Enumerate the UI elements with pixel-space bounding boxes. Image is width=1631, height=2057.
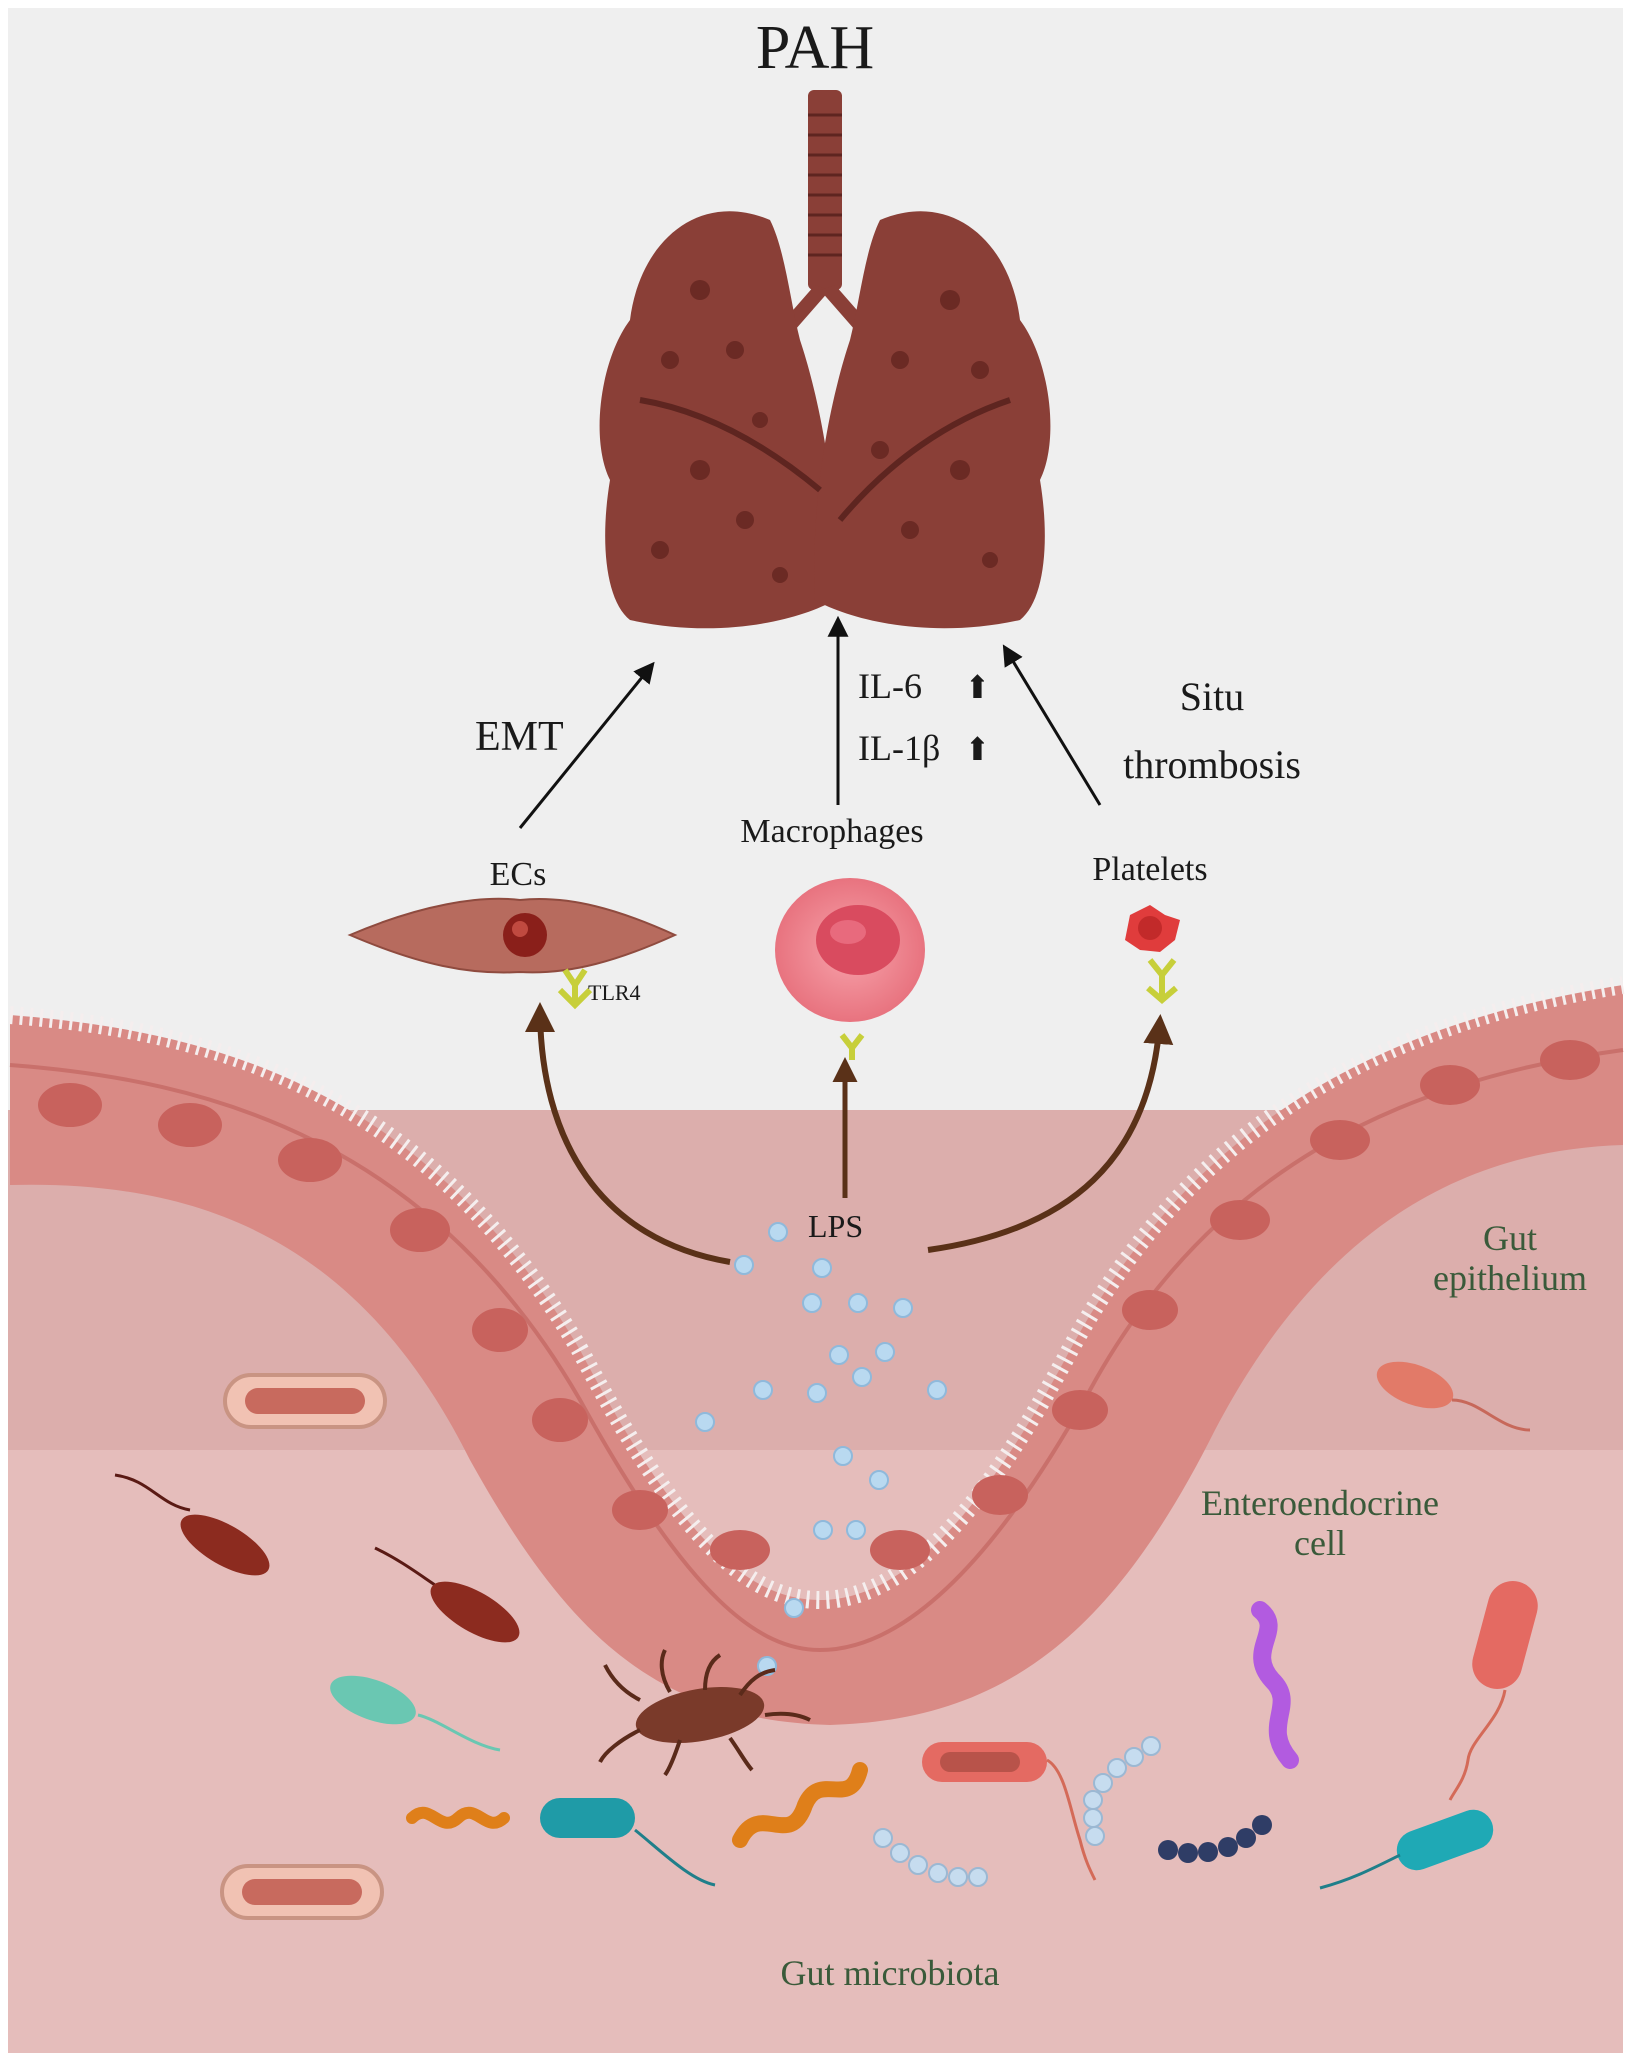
label-enteroendocrine: Enteroendocrine xyxy=(1201,1483,1439,1523)
label-epithelium: epithelium xyxy=(1433,1258,1587,1298)
up-arrow-il6: ⬆ xyxy=(964,669,991,705)
brown-arrow-platelets xyxy=(927,1014,1174,1253)
label-platelets: Platelets xyxy=(1092,851,1207,888)
tlr4-receptor-icon xyxy=(557,968,593,1010)
label-gut-microbiota: Gut microbiota xyxy=(781,1953,1000,1993)
endothelial-cell-icon xyxy=(347,897,678,974)
label-thrombosis: thrombosis xyxy=(1123,742,1301,787)
label-gut: Gut xyxy=(1483,1218,1537,1258)
epithelium-inner xyxy=(9,1048,1624,1653)
bacterium-icon xyxy=(1158,1815,1272,1863)
platelet-receptor-icon xyxy=(1146,958,1178,1004)
bacterium-icon xyxy=(1376,1361,1531,1432)
bacterium-icon xyxy=(922,1742,1097,1881)
bacterium-icon xyxy=(540,1798,716,1887)
platelet-icon xyxy=(1125,905,1180,952)
epithelium-tissue xyxy=(10,985,1623,1725)
bacterium-icon xyxy=(406,1806,510,1829)
label-il1b: IL-1β xyxy=(858,728,940,768)
epithelium-nuclei xyxy=(38,1040,1600,1570)
bacterium-icon xyxy=(1448,1581,1538,1801)
bacterium-icon xyxy=(223,1373,387,1429)
lung-icon xyxy=(599,90,1051,629)
label-macrophages: Macrophages xyxy=(740,813,923,850)
brown-arrow-ecs xyxy=(525,1002,731,1265)
bacterium-icon xyxy=(1319,1809,1494,1890)
bacterium-icon xyxy=(1083,1736,1161,1846)
bacterium-icon xyxy=(873,1828,988,1887)
bacterium-icon xyxy=(598,1649,811,1777)
bacterium-icon xyxy=(114,1473,270,1576)
label-situ: Situ xyxy=(1180,674,1244,719)
bacterium-icon xyxy=(732,1762,868,1848)
label-ecs: ECs xyxy=(490,856,547,893)
gut-lumen-area xyxy=(8,1450,1623,2053)
label-il6: IL-6 xyxy=(858,666,922,706)
bacterium-icon xyxy=(220,1864,384,1920)
label-tlr4: TLR4 xyxy=(588,980,641,1005)
label-lps: LPS xyxy=(808,1208,863,1244)
up-arrow-il1b: ⬆ xyxy=(964,731,991,767)
title-pah: PAH xyxy=(756,14,874,82)
label-cell: cell xyxy=(1294,1523,1346,1563)
bacterium-icon xyxy=(330,1675,501,1752)
label-emt: EMT xyxy=(475,714,564,760)
bacterium-icon xyxy=(1251,1601,1299,1769)
arrow-emt xyxy=(518,661,655,829)
macrophage-icon xyxy=(775,878,925,1022)
bacterium-icon xyxy=(374,1546,520,1643)
arrow-thrombosis xyxy=(1002,644,1102,806)
